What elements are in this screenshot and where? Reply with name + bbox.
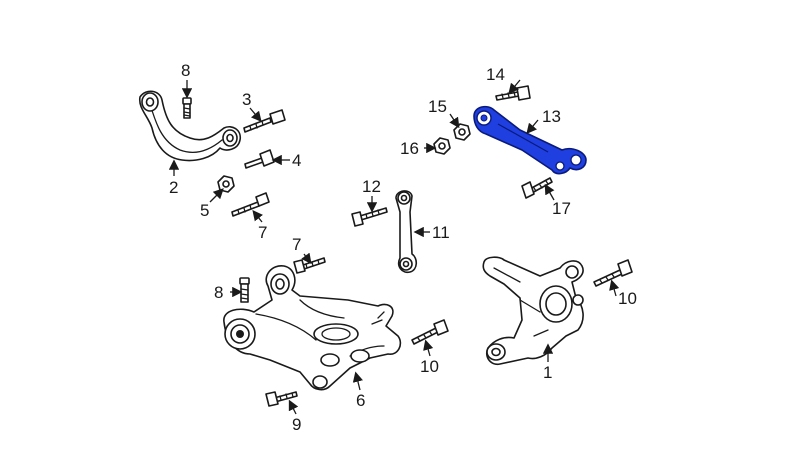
- bolt-part-8-top[interactable]: [182, 97, 192, 119]
- callout-labels: 8 3 4 2 5 7 14 15 16 13 17 12 11 7 8 6 9…: [169, 61, 637, 434]
- bolt-part-7-center[interactable]: [293, 257, 326, 274]
- bolt-part-10-right[interactable]: [593, 259, 633, 287]
- callout-8-top: 8: [181, 61, 190, 80]
- callout-7-center: 7: [292, 235, 301, 254]
- callout-1: 1: [543, 363, 552, 382]
- nut-part-15[interactable]: [453, 123, 471, 141]
- upper-control-arm-part-2[interactable]: [138, 90, 242, 162]
- leader-lines: [168, 79, 620, 415]
- callout-10-center: 10: [420, 357, 439, 376]
- bolt-part-17[interactable]: [521, 177, 553, 199]
- callout-12: 12: [362, 177, 381, 196]
- callout-14: 14: [486, 65, 505, 84]
- bolt-part-12[interactable]: [351, 207, 388, 227]
- callout-4: 4: [292, 151, 301, 170]
- bolt-part-3[interactable]: [243, 109, 286, 133]
- bolt-part-9[interactable]: [265, 391, 298, 407]
- nut-part-5[interactable]: [217, 175, 235, 193]
- callout-2: 2: [169, 178, 178, 197]
- callout-8-lower: 8: [214, 283, 223, 302]
- bolt-part-10-center[interactable]: [411, 319, 449, 345]
- callout-15: 15: [428, 97, 447, 116]
- knuckle-part-1[interactable]: [482, 256, 584, 366]
- bolt-part-7-left[interactable]: [231, 192, 270, 217]
- bolt-part-4[interactable]: [244, 149, 275, 169]
- callout-17: 17: [552, 199, 571, 218]
- subframe-part-6[interactable]: [223, 265, 402, 391]
- callout-6: 6: [356, 391, 365, 410]
- callout-9: 9: [292, 415, 301, 434]
- lateral-link-part-13-highlighted[interactable]: [473, 105, 587, 175]
- callout-3: 3: [242, 90, 251, 109]
- callout-13: 13: [542, 107, 561, 126]
- nut-part-16[interactable]: [433, 137, 451, 155]
- callout-10-right: 10: [618, 289, 637, 308]
- callout-7-left: 7: [258, 223, 267, 242]
- toe-link-part-11[interactable]: [395, 190, 418, 274]
- callout-5: 5: [200, 201, 209, 220]
- callout-16: 16: [400, 139, 419, 158]
- bolt-part-8-lower[interactable]: [239, 277, 250, 303]
- callout-11: 11: [432, 223, 450, 242]
